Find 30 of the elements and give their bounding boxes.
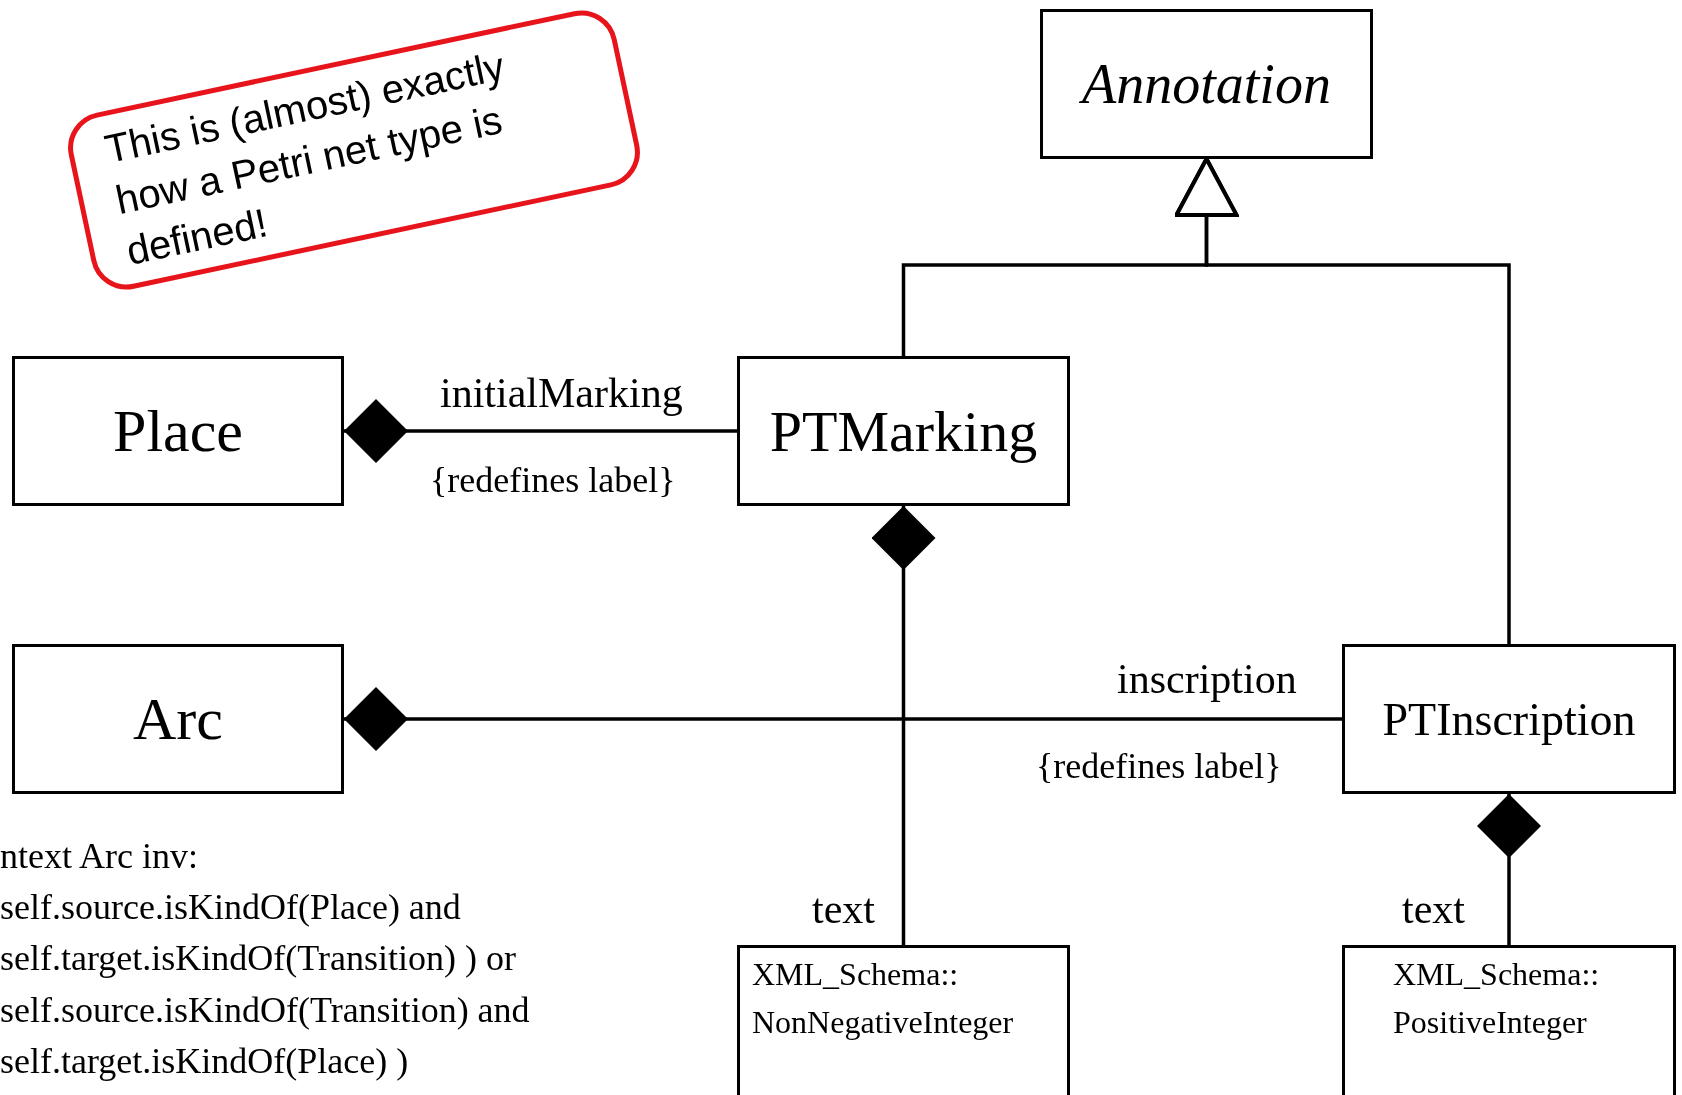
constraint-label: {redefines label}	[430, 462, 676, 498]
class-name: XML_Schema:: PositiveInteger	[1393, 955, 1601, 1042]
ocl-constraint-line: self.source.isKindOf(Place) and	[0, 889, 461, 925]
class-name: XML_Schema:: NonNegativeInteger	[752, 955, 1015, 1042]
ocl-constraint-line: self.target.isKindOf(Transition) ) or	[0, 940, 516, 976]
composition-line	[871, 506, 936, 945]
composition-line	[344, 399, 737, 463]
composition-line	[1477, 794, 1541, 945]
constraint-label: {redefines label}	[1036, 748, 1282, 784]
note-text: This is (almost) exactly how a Petri net type is defined!	[100, 42, 509, 275]
class-box	[1342, 945, 1676, 1095]
class-box	[737, 945, 1070, 1095]
class-box	[12, 356, 344, 506]
class-box	[737, 356, 1070, 506]
edge-label: text	[812, 888, 875, 930]
class-box	[12, 644, 344, 794]
class-box	[1342, 644, 1676, 794]
composition-line	[344, 687, 1342, 751]
edge-label: inscription	[1117, 658, 1297, 700]
class-name: PTMarking	[769, 397, 1038, 466]
ocl-constraint-line: self.target.isKindOf(Place) )	[0, 1043, 409, 1079]
class-name: PTInscription	[1382, 692, 1636, 747]
ocl-constraint-line: ntext Arc inv:	[0, 838, 198, 874]
class-name: Arc	[133, 685, 223, 754]
ocl-constraint-line: self.source.isKindOf(Transition) and	[0, 992, 530, 1028]
edge-label: initialMarking	[440, 372, 683, 414]
class-box	[1040, 9, 1373, 159]
edge-label: text	[1402, 888, 1465, 930]
generalization-arrow	[1174, 157, 1511, 644]
class-name: Place	[113, 397, 243, 466]
